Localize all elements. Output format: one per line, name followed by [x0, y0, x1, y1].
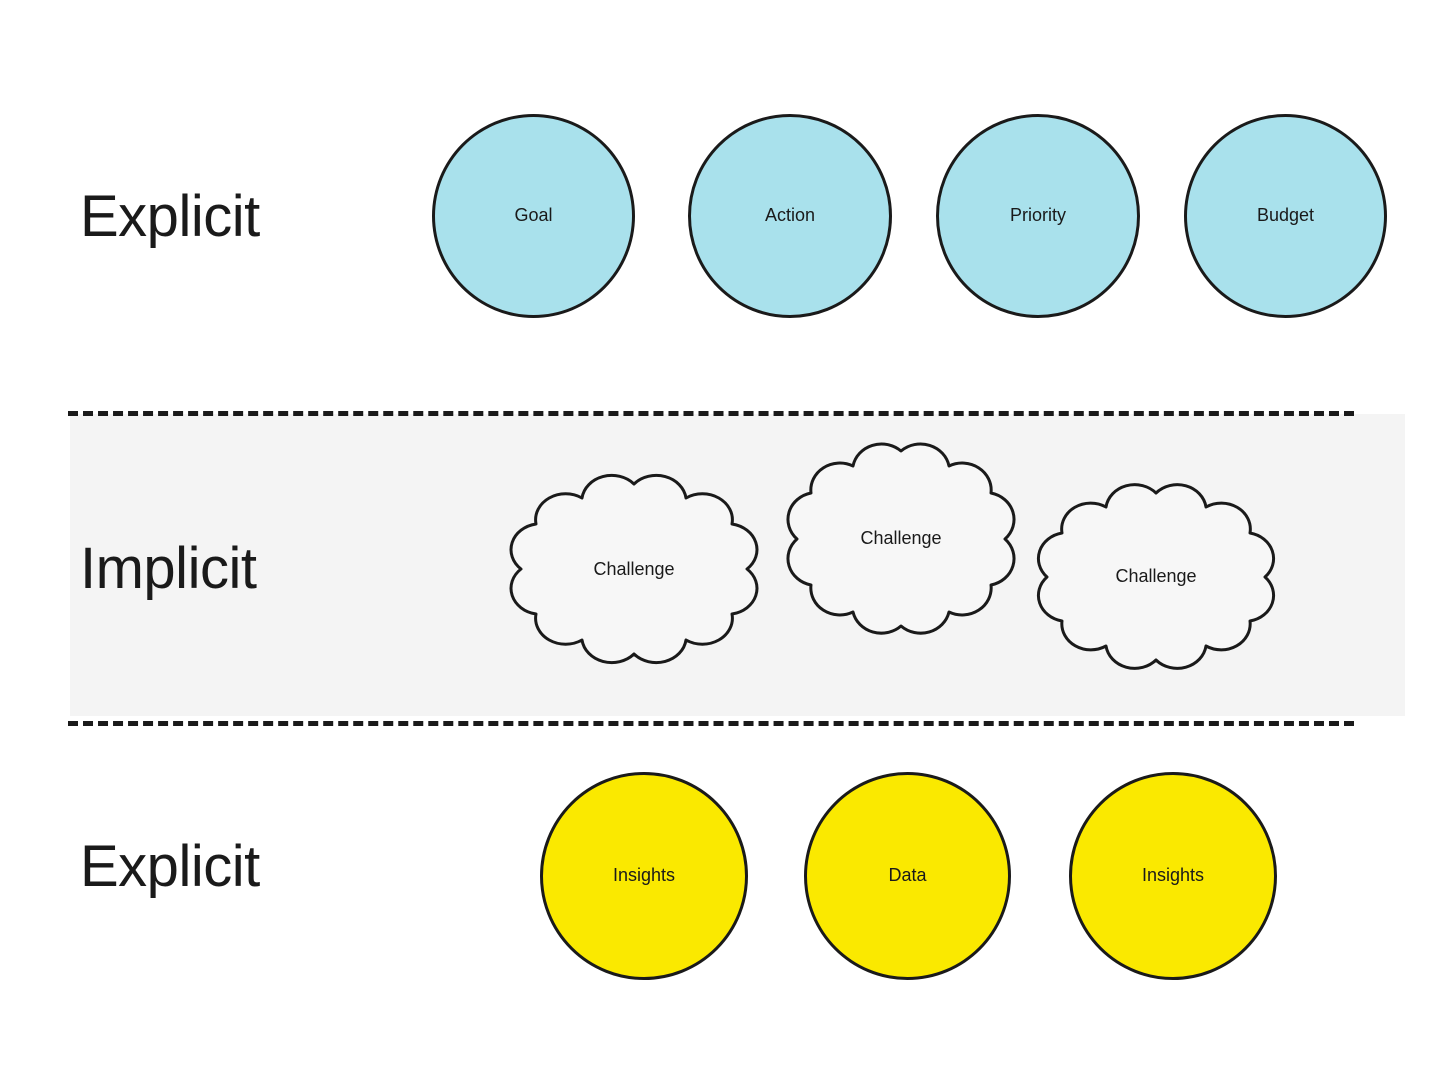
cloud-label-wrap-2: Challenge — [789, 443, 1013, 634]
row-label-explicit-bottom: Explicit — [80, 834, 260, 899]
node-circle-budget[interactable]: Budget — [1184, 114, 1387, 318]
row-label-explicit-top: Explicit — [80, 184, 260, 249]
node-circle-insights-1[interactable]: Insights — [540, 772, 748, 980]
implicit-band-top-dashed-divider — [68, 411, 1354, 416]
cloud-label-wrap-3: Challenge — [1039, 485, 1273, 668]
node-cloud-challenge-2[interactable]: Challenge — [786, 442, 1016, 635]
node-circle-action[interactable]: Action — [688, 114, 892, 318]
node-label-data: Data — [888, 865, 927, 886]
cloud-shape-icon — [509, 473, 759, 665]
node-label-budget: Budget — [1256, 205, 1315, 226]
node-label-action: Action — [764, 205, 816, 226]
cloud-label-wrap-1: Challenge — [511, 476, 757, 662]
node-cloud-challenge-1[interactable]: Challenge — [509, 473, 759, 665]
node-circle-insights-2[interactable]: Insights — [1069, 772, 1277, 980]
row-label-implicit: Implicit — [80, 536, 257, 601]
node-cloud-challenge-3[interactable]: Challenge — [1036, 483, 1276, 670]
cloud-shape-icon — [786, 442, 1016, 635]
node-label-insights-2: Insights — [1141, 865, 1205, 886]
node-label-priority: Priority — [1009, 205, 1066, 226]
node-label-insights-1: Insights — [612, 865, 676, 886]
implicit-band-bottom-dashed-divider — [68, 721, 1354, 726]
node-circle-priority[interactable]: Priority — [936, 114, 1140, 318]
node-circle-data[interactable]: Data — [804, 772, 1011, 980]
node-circle-goal[interactable]: Goal — [432, 114, 635, 318]
cloud-shape-icon — [1036, 483, 1276, 670]
node-label-goal: Goal — [514, 205, 553, 226]
node-label-challenge-2: Challenge — [860, 528, 942, 548]
node-label-challenge-1: Challenge — [593, 558, 675, 579]
node-label-challenge-3: Challenge — [1115, 566, 1197, 586]
